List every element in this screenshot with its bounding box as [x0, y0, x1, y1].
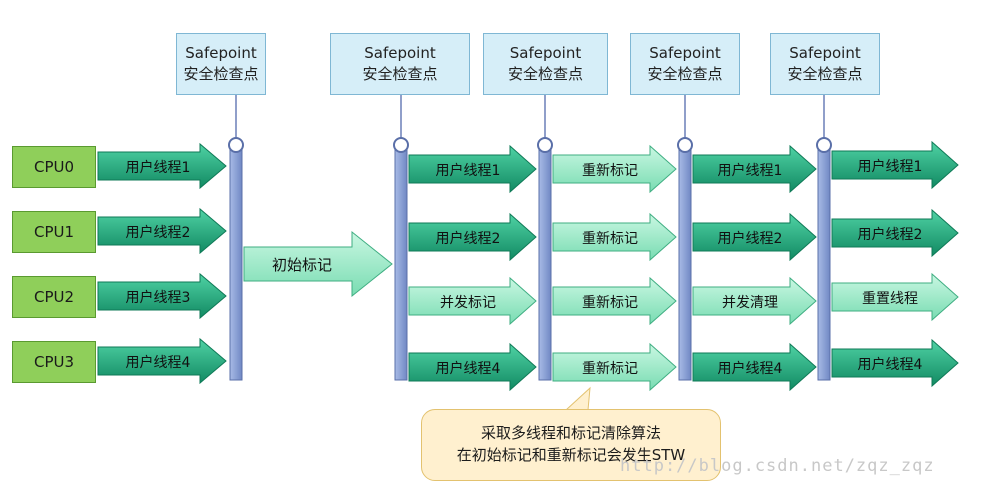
note-callout: 采取多线程和标记清除算法 在初始标记和重新标记会发生STW [421, 409, 721, 481]
safepoint-bar [229, 149, 243, 381]
phase5-arrow: 用户线程1 [831, 140, 959, 190]
cpu-box: CPU2 [12, 276, 96, 318]
safepoint-subtitle: 安全检查点 [507, 65, 583, 83]
safepoint-box: Safepoint 安全检查点 [630, 33, 740, 95]
phase1-arrow: 用户线程1 [97, 142, 227, 190]
safepoint-bar [817, 149, 831, 381]
phase5-label: 用户线程4 [858, 356, 923, 373]
cpu-box: CPU0 [12, 146, 96, 188]
phase4-label: 用户线程2 [718, 230, 783, 247]
phase5-arrow: 用户线程4 [831, 338, 959, 388]
phase1-label: 用户线程2 [126, 224, 191, 241]
phase5-arrow: 用户线程2 [831, 208, 959, 258]
phase4-arrow: 并发清理 [692, 276, 817, 326]
phase3-label: 重新标记 [582, 361, 638, 377]
phase5-arrow: 重置线程 [831, 272, 959, 322]
phase4-label: 用户线程4 [718, 360, 783, 377]
safepoint-circle [537, 137, 553, 153]
phase5-label: 用户线程2 [858, 226, 923, 243]
safepoint-circle [816, 137, 832, 153]
phase4-arrow: 用户线程4 [692, 342, 817, 392]
safepoint-box: Safepoint 安全检查点 [330, 33, 470, 95]
safepoint-box: Safepoint 安全检查点 [176, 33, 266, 95]
phase4-arrow: 用户线程1 [692, 144, 817, 194]
phase5-label: 重置线程 [862, 291, 918, 307]
phase3-arrow: 重新标记 [552, 276, 677, 326]
phase3-label: 重新标记 [582, 163, 638, 179]
phase3-arrow: 重新标记 [552, 144, 677, 194]
phase3-arrow: 重新标记 [552, 342, 677, 392]
safepoint-box: Safepoint 安全检查点 [770, 33, 880, 95]
phase2-arrow: 用户线程2 [408, 212, 537, 262]
safepoint-title: Safepoint [185, 44, 257, 62]
safepoint-title: Safepoint [649, 44, 721, 62]
safepoint-bar [394, 149, 408, 381]
phase2-label: 用户线程1 [436, 162, 501, 179]
callout-tail [564, 386, 591, 411]
safepoint-circle [393, 137, 409, 153]
phase3-label: 重新标记 [582, 295, 638, 311]
safepoint-subtitle: 安全检查点 [362, 65, 438, 83]
initial-mark-label: 初始标记 [272, 256, 332, 274]
phase2-arrow: 并发标记 [408, 276, 537, 326]
safepoint-circle [228, 137, 244, 153]
phase1-label: 用户线程3 [126, 289, 191, 306]
safepoint-subtitle: 安全检查点 [183, 65, 259, 83]
phase2-label: 用户线程2 [436, 230, 501, 247]
phase1-label: 用户线程1 [126, 159, 191, 176]
cpu-box: CPU3 [12, 341, 96, 383]
safepoint-title: Safepoint [509, 44, 582, 62]
phase1-arrow: 用户线程2 [97, 207, 227, 255]
safepoint-title: Safepoint [364, 44, 436, 62]
phase3-arrow: 重新标记 [552, 212, 677, 262]
phase4-label: 用户线程1 [718, 162, 783, 179]
phase1-label: 用户线程4 [126, 354, 191, 371]
safepoint-box: Safepoint 安全检查点 [483, 33, 608, 95]
safepoint-bar [538, 149, 552, 381]
note-line2: 在初始标记和重新标记会发生STW [456, 446, 686, 464]
phase1-arrow: 用户线程4 [97, 337, 227, 385]
note-line1: 采取多线程和标记清除算法 [480, 424, 661, 442]
initial-mark-arrow: 初始标记 [243, 230, 393, 298]
safepoint-bar [678, 149, 692, 381]
phase2-arrow: 用户线程1 [408, 144, 537, 194]
phase3-label: 重新标记 [582, 231, 638, 247]
phase1-arrow: 用户线程3 [97, 272, 227, 320]
phase2-arrow: 用户线程4 [408, 342, 537, 392]
phase4-label: 并发清理 [722, 295, 778, 311]
watermark: http://blog.csdn.net/zqz_zqz [620, 456, 935, 476]
safepoint-title: Safepoint [789, 44, 861, 62]
cpu-box: CPU1 [12, 211, 96, 253]
phase5-label: 用户线程1 [858, 158, 923, 175]
safepoint-circle [677, 137, 693, 153]
phase2-label: 并发标记 [440, 295, 496, 311]
phase4-arrow: 用户线程2 [692, 212, 817, 262]
safepoint-subtitle: 安全检查点 [787, 65, 863, 83]
safepoint-subtitle: 安全检查点 [647, 65, 723, 83]
phase2-label: 用户线程4 [436, 360, 501, 377]
